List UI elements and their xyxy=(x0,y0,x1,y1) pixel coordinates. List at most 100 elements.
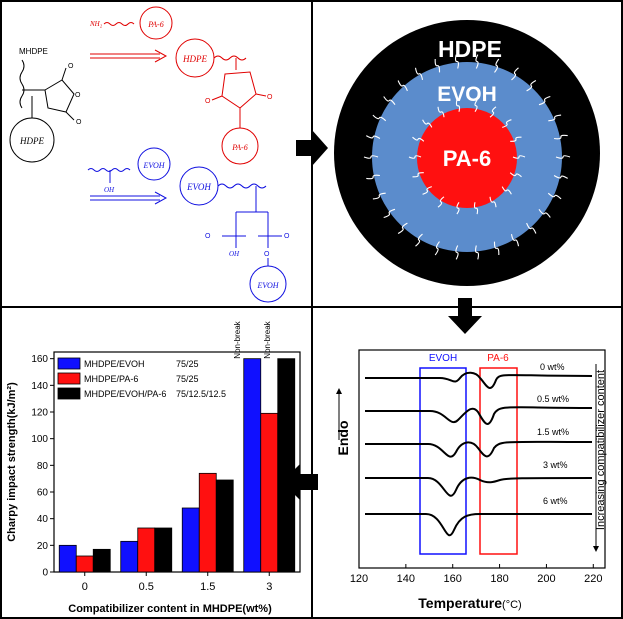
dsc-curve-2 xyxy=(365,440,593,458)
compatibilizer-chain xyxy=(456,202,460,215)
compatibilizer-chain xyxy=(422,119,433,128)
pa6-core xyxy=(417,108,517,208)
evoh-reactant-label: EVOH xyxy=(142,161,165,170)
red-product-chain xyxy=(213,55,247,61)
y-tick-label: 140 xyxy=(31,381,48,392)
legend-swatch xyxy=(57,357,81,370)
compatibilizer-chain xyxy=(363,155,379,159)
dsc-curve-3 xyxy=(365,476,593,497)
compatibilizer-chain xyxy=(526,80,537,92)
pa6-reactant-label: PA-6 xyxy=(147,20,163,29)
legend-series-ratio: 75/25 xyxy=(176,359,199,369)
red-arrow-head xyxy=(154,49,168,63)
compatibilizer-chain xyxy=(510,136,522,142)
x-tick-label: 1.5 xyxy=(200,581,215,593)
compatibilizer-chain xyxy=(455,245,459,260)
compatibilizer-chain xyxy=(501,186,512,195)
arrow-down-icon xyxy=(448,298,482,334)
evoh-ester-label: EVOH xyxy=(256,281,279,290)
arrow-right-icon xyxy=(296,130,328,166)
compatibilizer-chain xyxy=(512,155,526,159)
compatibilizer-chain xyxy=(509,172,522,178)
mhdpe-label: MHDPE xyxy=(19,47,48,56)
compatibilizer-chain xyxy=(474,99,478,112)
x-tick-label: 0 xyxy=(82,581,88,593)
dsc-x-tick-label: 140 xyxy=(397,573,415,585)
endo-arrowhead xyxy=(336,388,342,394)
pa6-chain xyxy=(103,22,135,26)
imide-ring xyxy=(221,71,257,109)
evoh-reactant-circle xyxy=(137,147,171,181)
imide-carbonyl-left xyxy=(211,95,223,101)
compatibilizer-chain xyxy=(502,119,512,128)
dsc-x-tick-label: 200 xyxy=(537,573,555,585)
o-ester: O xyxy=(284,233,290,240)
dsc-y-label: Endo xyxy=(335,421,351,456)
bar xyxy=(92,548,111,573)
morphology-diagram: HDPE EVOH PA-6 xyxy=(334,20,600,286)
evoh-box-label: EVOH xyxy=(429,353,457,364)
compatibilizer-chain xyxy=(412,172,424,178)
legend-series-name: MHDPE/PA-6 xyxy=(84,374,138,384)
y-tick-label: 80 xyxy=(37,461,49,472)
compatibilizer-chain xyxy=(555,155,571,159)
dsc-x-label-main: Temperature xyxy=(418,595,502,611)
anhydride-ring xyxy=(44,79,75,113)
compatibilizer-chain xyxy=(526,222,537,234)
increasing-content-arrowhead xyxy=(593,546,599,552)
compatibilizer-chain xyxy=(553,175,568,179)
compatibilizer-chain xyxy=(414,67,424,80)
dsc-curve-1 xyxy=(365,406,593,425)
dsc-curve-label-4: 6 wt% xyxy=(543,496,568,506)
evoh-chain xyxy=(87,168,131,172)
reaction-scheme: MHDPE O O O HDPE NH₂ PA-6 HDPE O O xyxy=(9,6,290,303)
legend-swatch xyxy=(57,372,81,385)
compatibilizer-chain xyxy=(434,241,440,256)
carbonyl-bottom xyxy=(65,111,75,121)
o-ring: O xyxy=(75,92,81,99)
compatibilizer-chain xyxy=(511,67,519,81)
compatibilizer-chain xyxy=(366,174,380,180)
compatibilizer-chain xyxy=(454,54,459,69)
dsc-curve-label-3: 3 wt% xyxy=(543,460,568,470)
pa6-core-label: PA-6 xyxy=(443,146,492,171)
y-tick-label: 120 xyxy=(31,408,48,419)
hdpe-circle-label: HDPE xyxy=(19,136,44,146)
non-break-label-1: Non-break xyxy=(233,320,242,358)
compatibilizer-chain xyxy=(372,114,387,122)
compatibilizer-chain xyxy=(489,196,497,208)
compatibilizer-chain xyxy=(510,234,520,247)
compatibilizer-chain xyxy=(437,196,445,208)
compatibilizer-chain xyxy=(412,136,425,142)
legend-series-name: MHDPE/EVOH xyxy=(84,359,145,369)
dsc-x-label: Temperature(°C) xyxy=(418,595,521,611)
y-tick-label: 60 xyxy=(37,488,49,499)
y-tick-label: 40 xyxy=(37,514,49,525)
x-axis-label: Compatibilizer content in MHDPE(wt%) xyxy=(68,603,272,615)
compatibilizer-chain xyxy=(372,192,386,200)
compatibilizer-chain xyxy=(473,202,479,215)
compatibilizer-chain xyxy=(383,208,396,219)
compatibilizer-chain xyxy=(422,186,432,195)
dsc-thermogram: EVOH PA-6 0 wt% 0.5 wt% 1.5 wt% 3 wt% 6 … xyxy=(335,349,607,611)
bar xyxy=(215,479,234,573)
dsc-curve-4 xyxy=(365,512,592,537)
y-axis-label: Charpy impact strength(kJ/m²) xyxy=(6,382,18,542)
compatibilizer-chain xyxy=(437,106,445,118)
compatibilizer-chain xyxy=(397,80,408,92)
compatibilizer-chain xyxy=(383,96,396,106)
evoh-product-label: EVOH xyxy=(186,182,211,192)
bar-series xyxy=(58,358,296,573)
compatibilizer-chain xyxy=(475,54,479,69)
bar xyxy=(154,527,173,573)
bar xyxy=(260,412,279,573)
non-break-label-2: Non-break xyxy=(263,320,272,358)
dsc-curve-0 xyxy=(365,371,593,389)
dsc-x-label-unit: (°C) xyxy=(502,599,522,611)
dsc-x-tick-label: 180 xyxy=(490,573,508,585)
x-tick-label: 3 xyxy=(266,581,272,593)
legend-series-ratio: 75/25 xyxy=(176,374,199,384)
